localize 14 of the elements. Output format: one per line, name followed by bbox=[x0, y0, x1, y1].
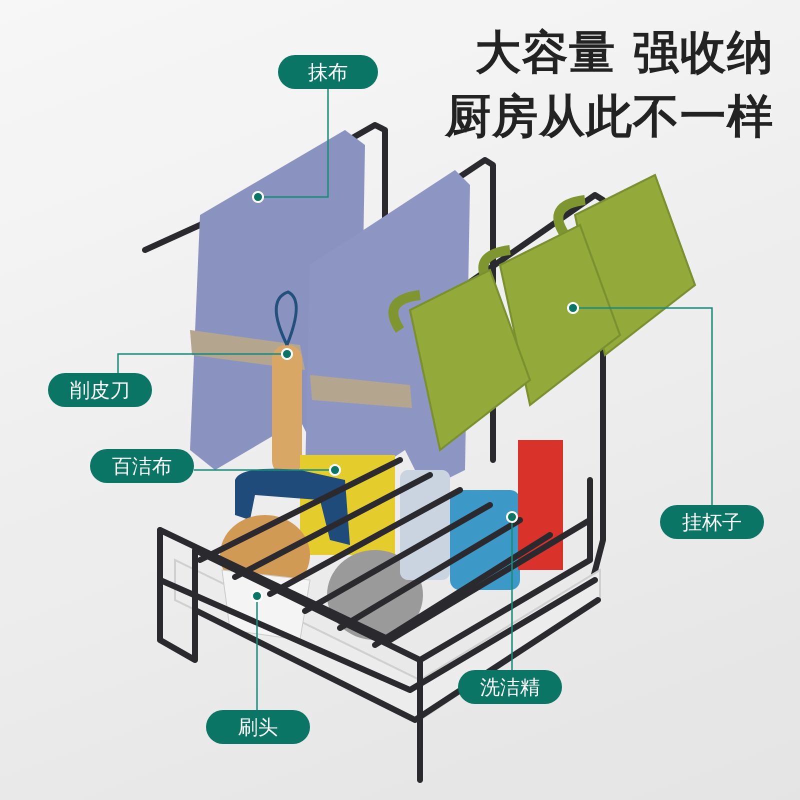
callout-label: 刷头 bbox=[206, 710, 310, 744]
callout-label: 百洁布 bbox=[90, 449, 194, 483]
headline: 大容量 强收纳 bbox=[474, 24, 774, 81]
leader-line bbox=[579, 307, 713, 505]
callout-label: 洗洁精 bbox=[458, 670, 562, 704]
leader-line bbox=[194, 469, 329, 471]
leader-line bbox=[511, 523, 513, 670]
callout-label: 挂杯子 bbox=[660, 505, 764, 539]
callout-label: 削皮刀 bbox=[48, 373, 152, 407]
leader-line bbox=[264, 89, 329, 198]
subheadline: 厨房从此不一样 bbox=[445, 88, 774, 145]
leader-line bbox=[117, 353, 281, 373]
leader-line bbox=[256, 602, 258, 710]
callout-label: 抹布 bbox=[278, 55, 378, 89]
